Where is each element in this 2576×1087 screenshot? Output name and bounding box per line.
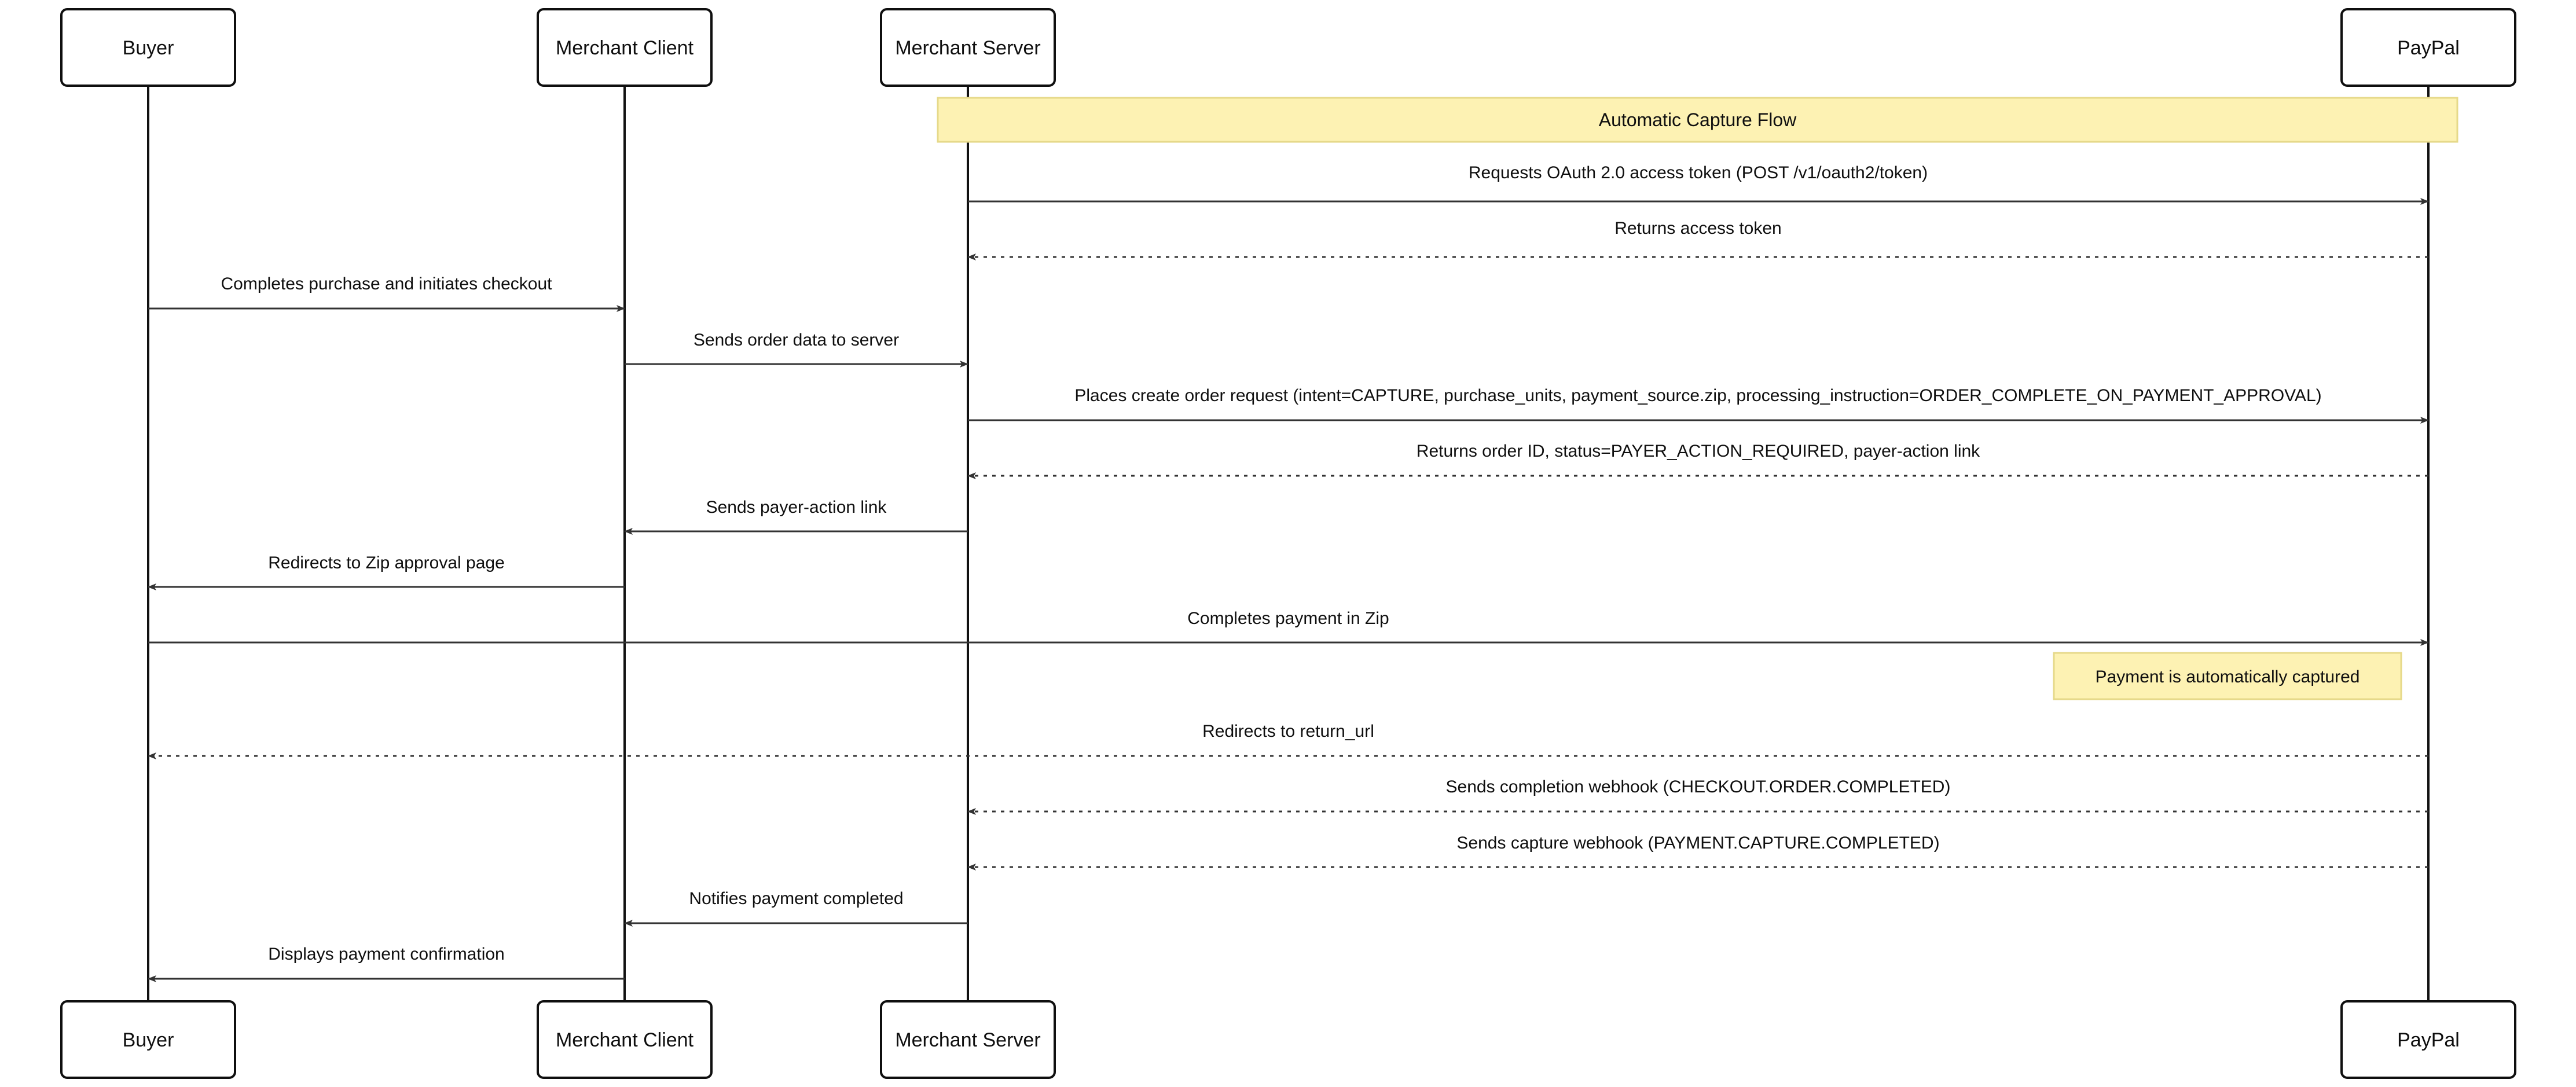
message-label-10: Redirects to return_url (1202, 722, 1374, 741)
note-box-payment-auto-captured (2053, 652, 2402, 700)
message-label-1: Requests OAuth 2.0 access token (POST /v… (1469, 163, 1928, 182)
message-label-9: Completes payment in Zip (1187, 609, 1389, 628)
message-label-2: Returns access token (1614, 219, 1781, 238)
message-label-13: Notifies payment completed (689, 889, 903, 908)
participant-label-paypal-top: PayPal (2397, 37, 2460, 59)
message-label-7: Sends payer-action link (706, 498, 887, 517)
participant-box-buyer-bottom[interactable] (60, 1000, 236, 1079)
participant-label-merchant-client-bottom: Merchant Client (556, 1029, 694, 1051)
participant-box-buyer-top[interactable] (60, 8, 236, 87)
fragment-banner-automatic-capture-flow (937, 97, 2458, 143)
message-label-8: Redirects to Zip approval page (268, 553, 505, 572)
message-label-14: Displays payment confirmation (268, 945, 505, 964)
note-label-payment-auto-captured: Payment is automatically captured (2096, 667, 2360, 686)
notes-group: Payment is automatically captured (2053, 652, 2402, 700)
participant-box-merchant-server-bottom[interactable] (880, 1000, 1056, 1079)
message-label-11: Sends completion webhook (CHECKOUT.ORDER… (1446, 777, 1951, 796)
participant-box-paypal-bottom[interactable] (2340, 1000, 2516, 1079)
participant-label-merchant-server-bottom: Merchant Server (895, 1029, 1040, 1051)
participant-box-merchant-client-top[interactable] (537, 8, 713, 87)
message-label-6: Returns order ID, status=PAYER_ACTION_RE… (1417, 442, 1980, 461)
message-label-5: Places create order request (intent=CAPT… (1074, 386, 2321, 405)
participant-label-buyer-bottom: Buyer (123, 1029, 174, 1051)
participant-label-merchant-server-top: Merchant Server (895, 37, 1040, 59)
participant-box-merchant-server-top[interactable] (880, 8, 1056, 87)
message-label-4: Sends order data to server (693, 330, 899, 350)
messages-group: Requests OAuth 2.0 access token (POST /v… (148, 163, 2429, 982)
fragments-group: Automatic Capture Flow (937, 97, 2458, 143)
lifelines-group (147, 86, 2430, 1001)
participant-label-merchant-client-top: Merchant Client (556, 37, 694, 59)
participant-box-paypal-top[interactable] (2340, 8, 2516, 87)
participant-label-paypal-bottom: PayPal (2397, 1029, 2460, 1051)
message-label-3: Completes purchase and initiates checkou… (221, 274, 553, 293)
fragment-label-automatic-capture-flow: Automatic Capture Flow (1599, 109, 1797, 130)
participant-label-buyer-top: Buyer (123, 37, 174, 59)
message-label-12: Sends capture webhook (PAYMENT.CAPTURE.C… (1456, 833, 1939, 853)
participant-box-merchant-client-bottom[interactable] (537, 1000, 713, 1079)
